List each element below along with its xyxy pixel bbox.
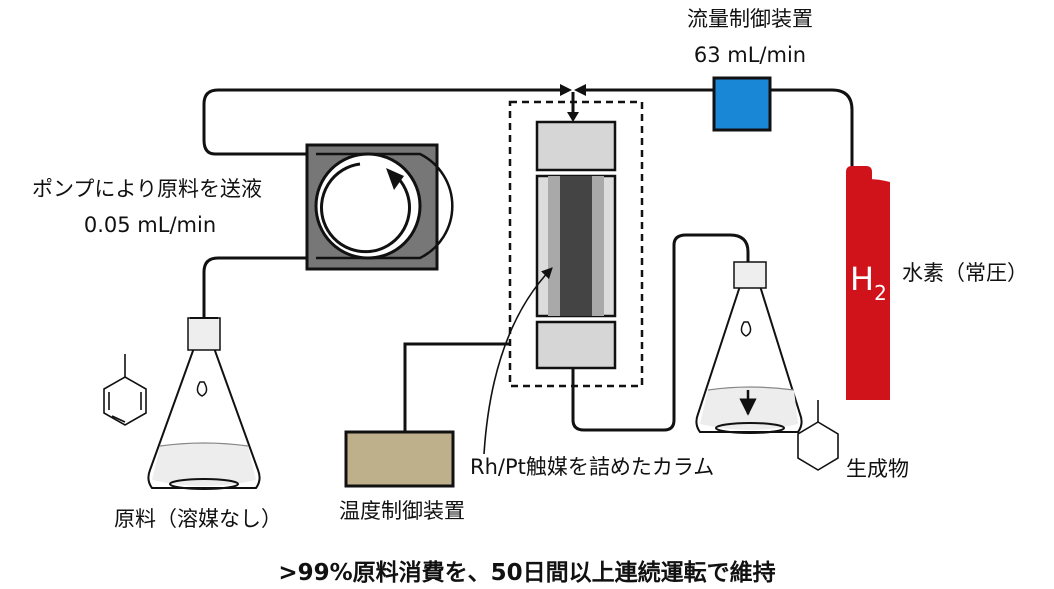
stir-bar-icon [196,381,208,397]
stir-bar-icon-product [740,321,752,337]
catalyst-pointer [483,267,553,455]
h2-symbol: H2 [850,260,887,305]
flow-rate-label: 63 mL/min [694,43,806,67]
feed-line-to-column [202,88,560,156]
pump-rate-label: 0.05 mL/min [84,213,216,237]
product-label: 生成物 [846,457,909,481]
temperature-controller [344,430,455,488]
product-flask [695,261,803,434]
catalyst-column [508,100,644,388]
flow-controller-title: 流量制御装置 [687,7,813,31]
mixing-junction [560,84,586,122]
hydrogen-line [585,88,854,170]
feedstock-label: 原料（溶媒なし） [114,507,282,531]
hydrogen-label: 水素（常圧） [902,261,1028,285]
rotation-arrowhead [386,168,404,190]
temperature-controller-label: 温度制御装置 [339,499,465,523]
flow-controller [712,76,772,132]
summary-caption: >99%原料消費を、50日間以上連続運転で維持 [278,559,775,586]
feed-flask [147,317,261,490]
benzene-ring-icon [103,354,147,426]
hydrogen-cylinder [846,166,890,400]
rotation-arrow-icon [320,162,411,254]
pump-title: ポンプにより原料を送液 [32,177,262,201]
product-line [571,233,750,432]
tubing [202,88,854,488]
cyclohexane-ring-icon [797,400,839,471]
feed-line-from-flask [202,256,420,488]
pump [305,143,454,271]
temperature-control-line [403,342,510,432]
catalyst-label: Rh/Pt触媒を詰めたカラム [470,455,714,479]
